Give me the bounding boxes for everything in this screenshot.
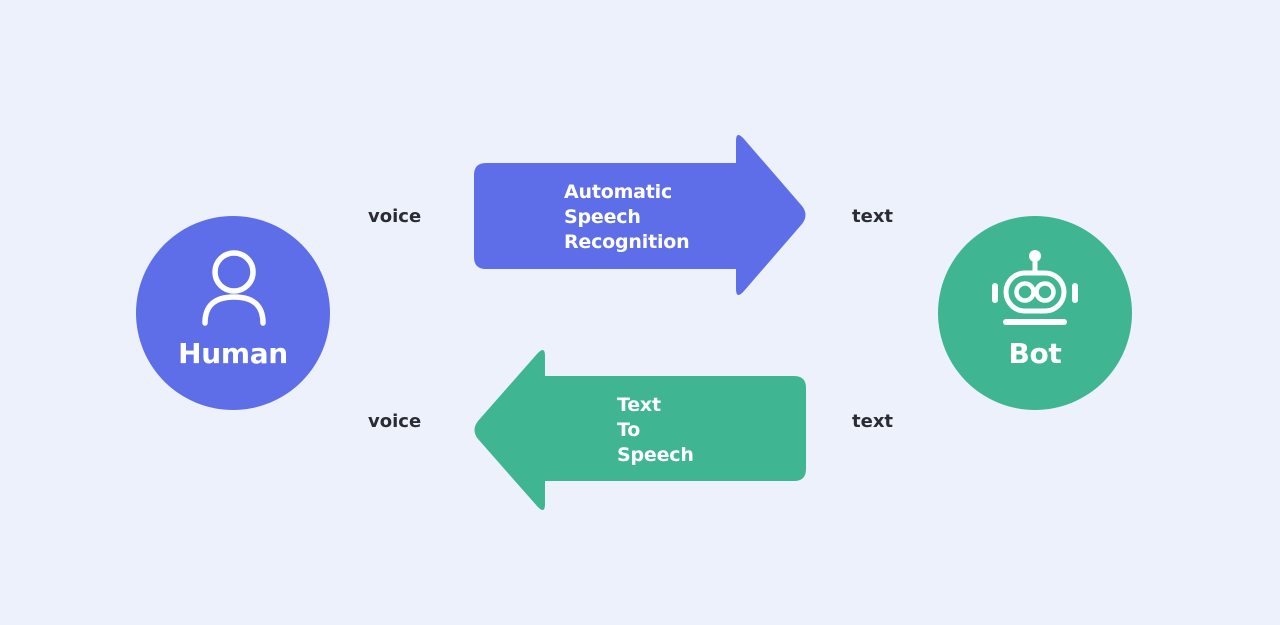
asr-label-line: Recognition [564, 231, 690, 253]
tts-label-line: Speech [617, 444, 694, 466]
human-label: Human [178, 337, 288, 370]
asr-output-label: text [852, 206, 894, 227]
tts-label-line: To [617, 419, 641, 441]
asr-arrow [474, 134, 806, 296]
asr-input-label: voice [368, 206, 422, 227]
user-icon [202, 250, 266, 326]
tts-arrow-label: Text To Speech [617, 393, 694, 468]
tts-arrow [474, 349, 806, 511]
bot-label: Bot [1008, 337, 1062, 370]
tts-output-label: voice [368, 411, 422, 432]
asr-label-line: Speech [564, 206, 641, 228]
human-node: Human [136, 216, 330, 410]
bot-node: Bot [938, 216, 1132, 410]
robot-icon [992, 250, 1078, 325]
tts-label-line: Text [617, 394, 661, 416]
asr-arrow-label: Automatic Speech Recognition [564, 180, 690, 255]
tts-input-label: text [852, 411, 894, 432]
asr-label-line: Automatic [564, 181, 673, 203]
